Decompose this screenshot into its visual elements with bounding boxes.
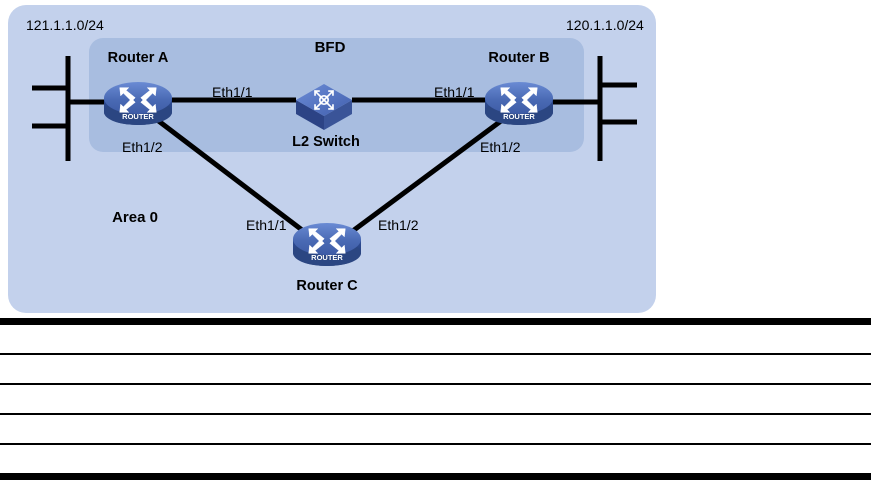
spec-table <box>0 318 871 480</box>
iface-routerC-eth1-2: Eth1/2 <box>378 217 419 233</box>
routerC-icon-caption: ROUTER <box>311 253 343 262</box>
table-cell <box>0 353 871 384</box>
iface-routerA-eth1-2: Eth1/2 <box>122 139 163 155</box>
routerC-label: Router C <box>296 278 358 294</box>
routerA-label: Router A <box>108 50 169 66</box>
device-routerC[interactable]: ROUTER <box>293 223 361 266</box>
spec-table-body <box>0 318 871 480</box>
table-row <box>0 413 871 444</box>
table-row <box>0 443 871 480</box>
subnet-label-left: 121.1.1.0/24 <box>26 17 104 33</box>
area0-label: Area 0 <box>112 209 158 226</box>
device-routerA[interactable]: ROUTER <box>104 82 172 125</box>
device-l2switch[interactable] <box>296 84 352 130</box>
table-cell <box>0 383 871 414</box>
bfd-label: BFD <box>315 39 346 56</box>
iface-routerC-eth1-1: Eth1/1 <box>246 217 287 233</box>
lan-bus-left <box>32 56 71 161</box>
link-routerA-routerC <box>150 114 308 235</box>
iface-routerB-eth1-2: Eth1/2 <box>480 139 521 155</box>
device-routerB[interactable]: ROUTER <box>485 82 553 125</box>
routerB-icon-caption: ROUTER <box>503 112 535 121</box>
table-row <box>0 383 871 414</box>
iface-routerB-eth1-1: Eth1/1 <box>434 84 475 100</box>
network-topology-diagram: ROUTER Router A L2 Switch ROUTER Router … <box>8 5 656 313</box>
l2switch-label: L2 Switch <box>292 134 360 150</box>
table-cell <box>0 443 871 480</box>
subnet-label-right: 120.1.1.0/24 <box>566 17 644 33</box>
table-cell <box>0 318 871 354</box>
table-row <box>0 318 871 354</box>
link-routerC-routerB <box>348 115 507 236</box>
table-cell <box>0 413 871 444</box>
routerB-label: Router B <box>488 50 549 66</box>
table-row <box>0 353 871 384</box>
routerA-icon-caption: ROUTER <box>122 112 154 121</box>
iface-routerA-eth1-1: Eth1/1 <box>212 84 253 100</box>
lan-bus-right <box>597 56 637 161</box>
